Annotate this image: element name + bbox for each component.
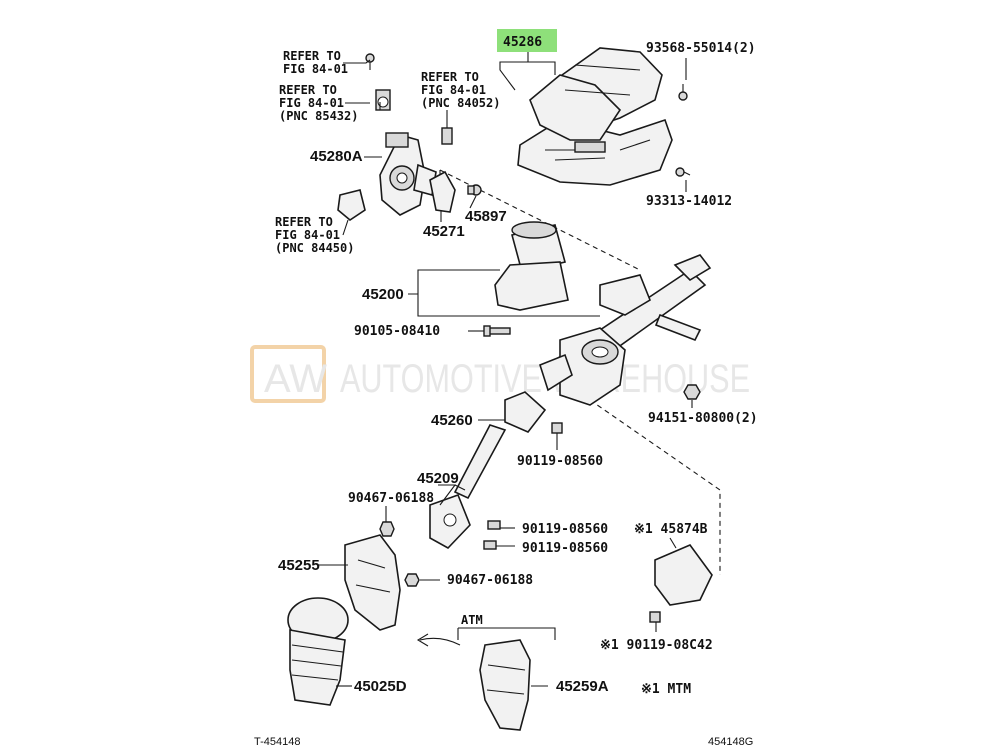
- label-45259A: 45259A: [556, 678, 609, 695]
- label-45286: 45286: [503, 35, 542, 50]
- watermark-logo: AW: [264, 357, 327, 401]
- ref3-line2: FIG 84-01: [421, 83, 486, 97]
- label-45209: 45209: [417, 470, 459, 487]
- ref2-line3: (PNC 85432): [279, 109, 358, 123]
- label-45271: 45271: [423, 223, 465, 240]
- bolt-90467-a: [379, 521, 395, 537]
- label-90119-c: 90119-08560: [522, 541, 608, 556]
- bolt-90467-b: [404, 573, 420, 587]
- ref1-line2: FIG 84-01: [283, 62, 348, 76]
- atm-cover-45259A: [479, 639, 531, 731]
- boot-45025D: [287, 597, 349, 706]
- small-clip-top: [365, 53, 375, 70]
- label-90467-a: 90467-06188: [348, 491, 434, 506]
- watermark: AW AUTOMOTIVE WAREHOUSE: [250, 345, 750, 403]
- ref4-line2: FIG 84-01: [275, 228, 340, 242]
- key-cylinder: [375, 89, 391, 111]
- ref2-line1: REFER TO: [279, 83, 337, 97]
- clip-45897: [467, 184, 482, 196]
- label-90105: 90105-08410: [354, 324, 440, 339]
- ref3-line3: (PNC 84052): [421, 96, 500, 110]
- bracket-45271: [429, 170, 456, 213]
- intermediate-shaft: [453, 391, 547, 500]
- footer-left-code: T-454148: [254, 736, 300, 748]
- steering-column-assembly: [494, 221, 712, 406]
- label-90119-a: 90119-08560: [517, 454, 603, 469]
- steering-column-cover: [517, 47, 673, 186]
- bolt-90105: [483, 325, 511, 337]
- ignition-switch-housing: [379, 132, 437, 216]
- ref2-line2: FIG 84-01: [279, 96, 344, 110]
- label-45280A: 45280A: [310, 148, 363, 165]
- ref4-line1: REFER TO: [275, 215, 333, 229]
- cover-45255: [344, 534, 401, 631]
- bolt-90119-a: [551, 422, 563, 434]
- switch-84450: [337, 189, 366, 221]
- label-45897: 45897: [465, 208, 507, 225]
- cover-45874B: [654, 544, 713, 606]
- label-45874B: ※1 45874B: [634, 522, 708, 537]
- ref4-line3: (PNC 84450): [275, 241, 354, 255]
- nut-94151: [683, 384, 701, 400]
- label-45200: 45200: [362, 286, 404, 303]
- screw-93568: [678, 84, 688, 101]
- label-45025D: 45025D: [354, 678, 407, 695]
- label-45255: 45255: [278, 557, 320, 574]
- label-atm: ATM: [461, 613, 483, 627]
- ref3-line1: REFER TO: [421, 70, 479, 84]
- bolt-90119-c: [483, 540, 497, 550]
- label-note-mtm: ※1 MTM: [641, 682, 691, 697]
- screw-93313: [675, 167, 691, 177]
- label-45260: 45260: [431, 412, 473, 429]
- footer-right-code: 454148G: [708, 736, 753, 748]
- bolt-90119-d: [649, 611, 661, 623]
- label-90119-d: ※1 90119-08C42: [600, 638, 713, 653]
- label-90467-b: 90467-06188: [447, 573, 533, 588]
- atm-bracket: [416, 627, 556, 647]
- leader-lines: [318, 48, 693, 687]
- label-90119-b: 90119-08560: [522, 522, 608, 537]
- universal-joint-45209: [429, 493, 471, 549]
- bolt-90119-b: [487, 520, 501, 530]
- label-93568: 93568-55014(2): [646, 41, 756, 56]
- highlight-box: [497, 29, 557, 52]
- label-94151: 94151-80800(2): [648, 411, 758, 426]
- label-93313: 93313-14012: [646, 194, 732, 209]
- connector-84052: [441, 127, 453, 145]
- ref1-line1: REFER TO: [283, 49, 341, 63]
